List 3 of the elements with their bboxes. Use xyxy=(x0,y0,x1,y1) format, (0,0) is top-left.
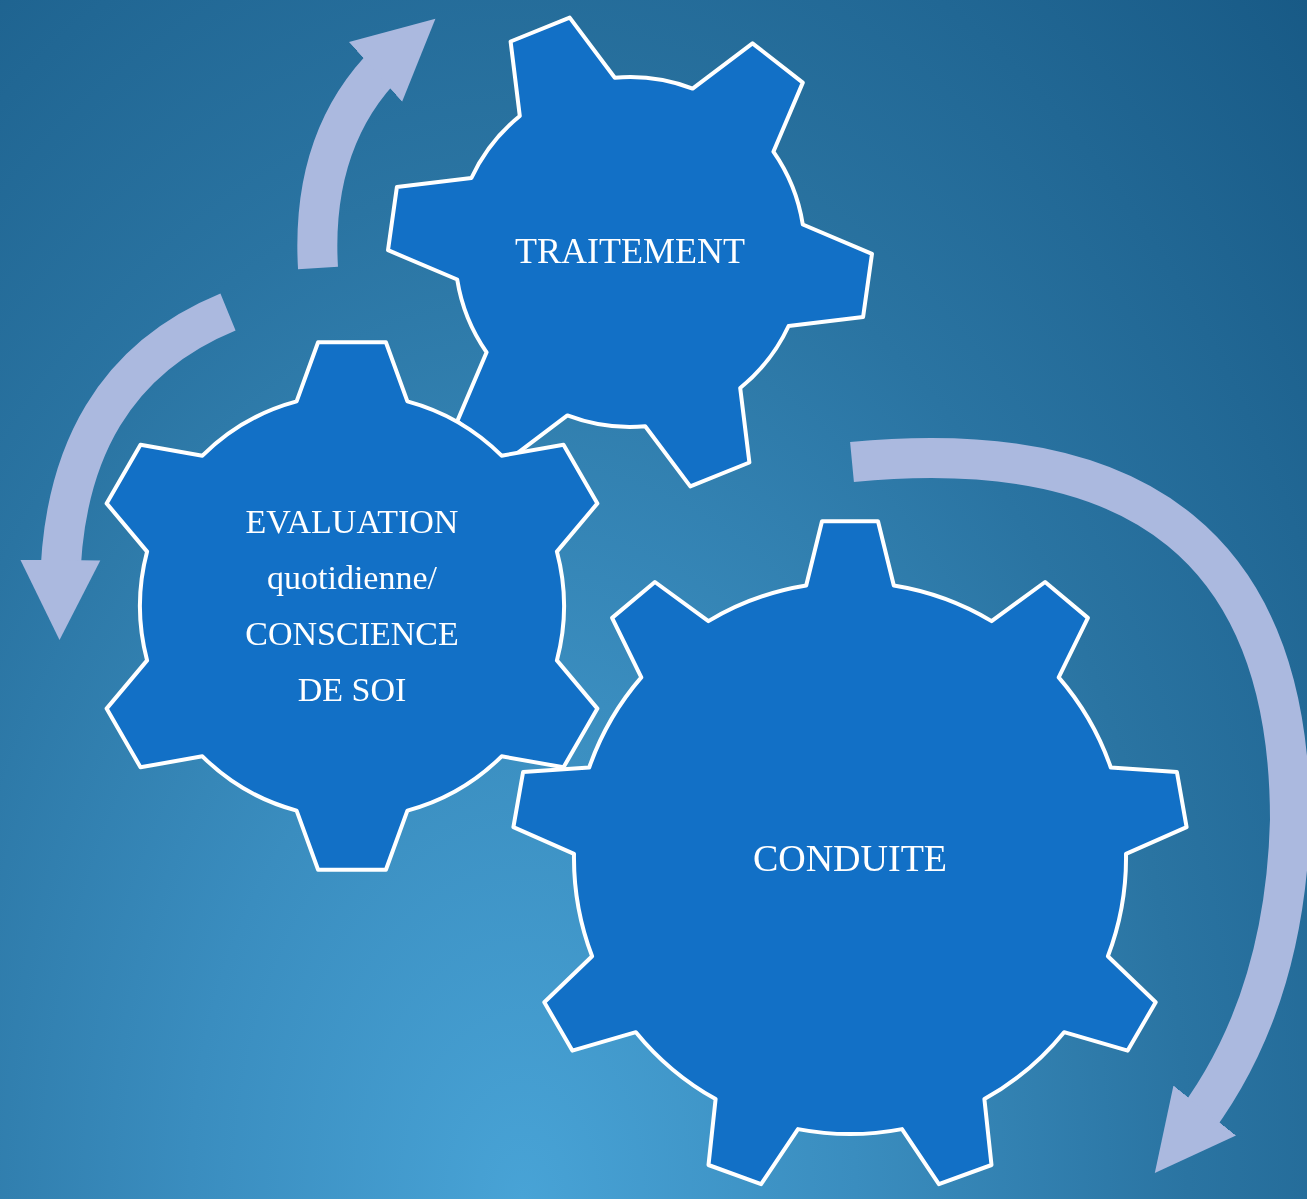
gear-label: EVALUATION quotidienne/ CONSCIENCE DE SOI xyxy=(244,501,460,711)
gear-label: TRAITEMENT xyxy=(514,230,746,274)
gear-label: CONDUITE xyxy=(751,835,949,881)
